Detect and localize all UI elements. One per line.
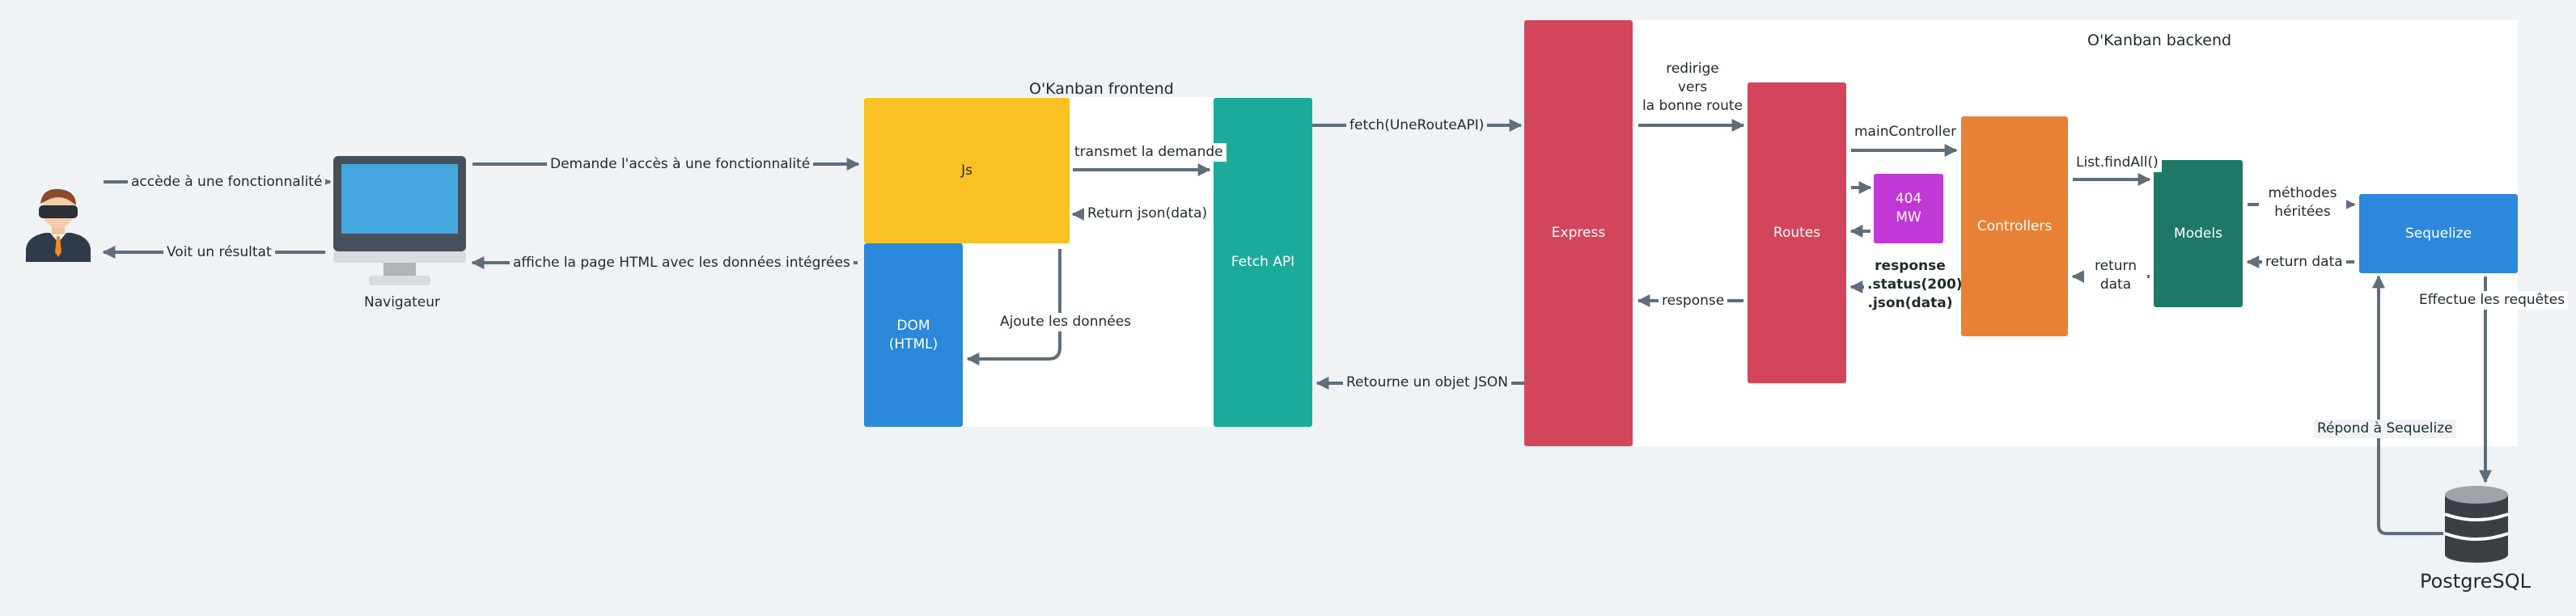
browser-label: Navigateur [364, 294, 441, 310]
edge-user-to-browser-label: accède à une fonctionnalité [128, 173, 326, 192]
edge-fetch-to-js-label: Return json(data) [1084, 205, 1211, 223]
arrow-js-to-dom [966, 249, 1061, 365]
database-icon [2443, 485, 2510, 563]
express-box: Express [1524, 20, 1633, 446]
edge-fetch-to-express-label: fetch(UneRouteAPI) [1346, 116, 1488, 135]
backend-title: O'Kanban backend [2087, 32, 2232, 49]
edge-models-to-controllers-label: return data [2084, 257, 2147, 294]
edge-browser-to-user-label: Voit un résultat [163, 243, 275, 262]
edge-routes-to-express-label: response [1659, 292, 1728, 310]
user-with-vr-glasses-icon [23, 184, 94, 262]
js-box: Js [864, 98, 1070, 243]
edge-models-to-sequelize-label: méthodes héritées [2259, 184, 2346, 222]
mw404-box: 404 MW [1874, 174, 1943, 243]
edge-controllers-to-routes-label: response .status(200) .json(data) [1864, 257, 1963, 313]
controllers-box: Controllers [1961, 116, 2068, 336]
dom-box: DOM (HTML) [864, 243, 963, 427]
edge-controllers-to-models-label: List.findAll() [2073, 154, 2162, 172]
desktop-monitor-icon [333, 156, 466, 290]
arrow-db-to-sequelize [2372, 275, 2443, 535]
fetch-api-box: Fetch API [1214, 98, 1312, 427]
edge-sequelize-to-models-label: return data [2262, 253, 2346, 272]
edge-db-to-sequelize-label: Répond à Sequelize [2314, 420, 2456, 438]
frontend-title: O'Kanban frontend [1029, 80, 1174, 98]
edge-js-to-dom-label: Ajoute les données [997, 313, 1135, 331]
edge-js-to-fetch-label: transmet la demande [1071, 143, 1227, 162]
models-box: Models [2154, 160, 2243, 307]
edge-browser-to-js-label: Demande l'accès à une fonctionnalité [547, 155, 814, 174]
edge-routes-to-controllers-label: mainController [1851, 123, 1960, 141]
edge-dom-to-browser-label: affiche la page HTML avec les données in… [510, 254, 854, 272]
edge-express-to-routes-label: redirige vers la bonne route [1638, 60, 1748, 116]
postgres-label: PostgreSQL [2420, 570, 2532, 593]
routes-box: Routes [1748, 82, 1846, 383]
edge-sequelize-to-db-label: Effectue les requêtes [2416, 291, 2569, 310]
edge-express-to-fetch-label: Retourne un objet JSON [1343, 373, 1511, 392]
sequelize-box: Sequelize [2359, 194, 2518, 273]
